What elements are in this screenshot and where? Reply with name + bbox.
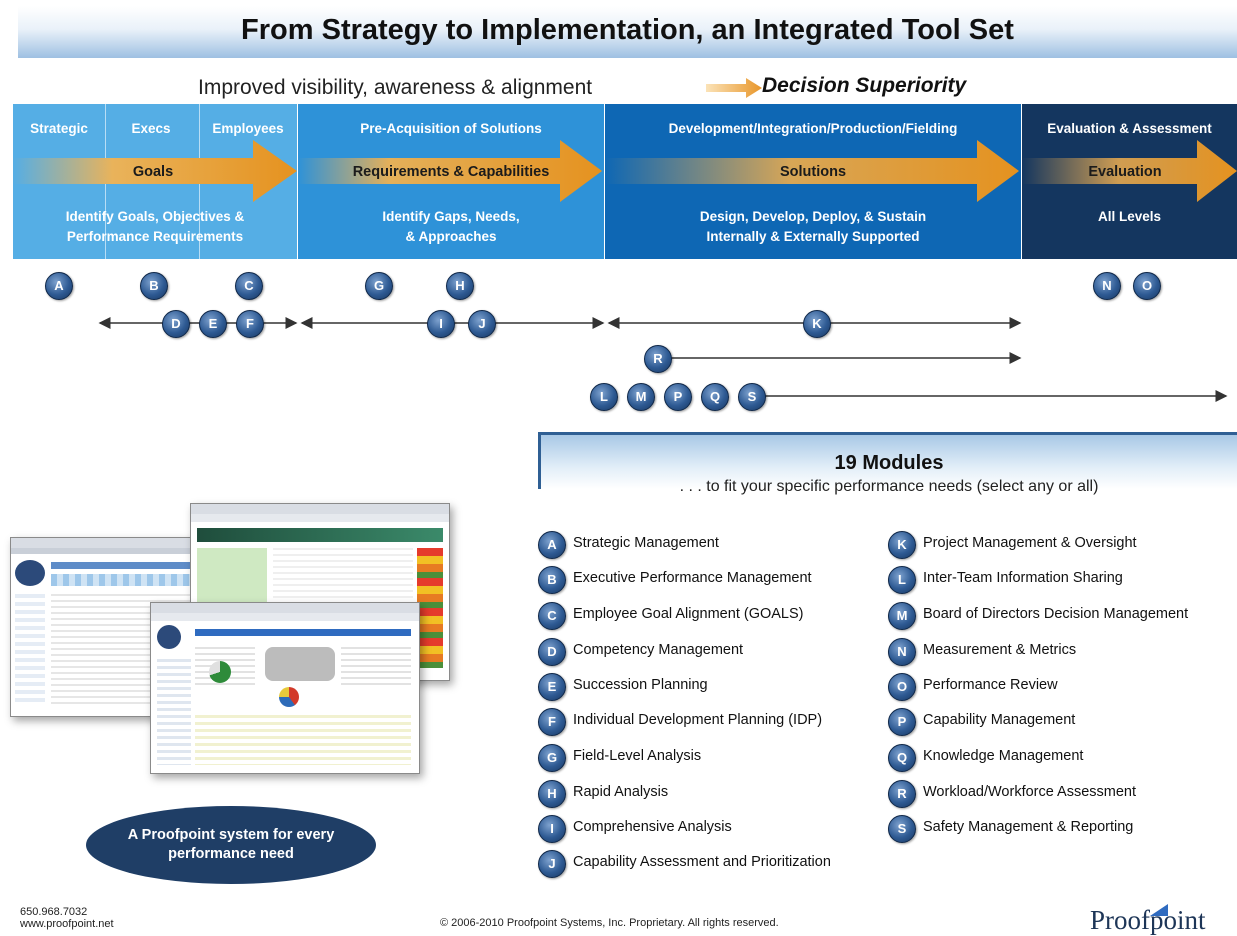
module-badge-i: I (538, 815, 566, 843)
module-badge-g: G (538, 744, 566, 772)
subtitle-left: Improved visibility, awareness & alignme… (198, 76, 593, 99)
timeline-badge-l: L (590, 383, 618, 411)
arrow-label-requirements: Requirements & Capabilities (352, 164, 550, 180)
module-label-j: Capability Assessment and Prioritization (573, 854, 831, 870)
proofpoint-logo: Proofpoint (1090, 905, 1206, 935)
timeline-badge-m: M (627, 383, 655, 411)
module-label-s: Safety Management & Reporting (923, 819, 1134, 835)
module-label-f: Individual Development Planning (IDP) (573, 712, 823, 728)
stage-header-evaluation: Evaluation & Assessment (1047, 121, 1212, 136)
timeline-badge-f: F (236, 310, 264, 338)
proofpoint-oval (86, 806, 376, 884)
requirements-arrow-icon (298, 140, 602, 202)
module-label-m: Board of Directors Decision Management (923, 606, 1189, 622)
module-label-r: Workload/Workforce Assessment (923, 784, 1137, 800)
module-label-i: Comprehensive Analysis (573, 819, 732, 835)
timeline-lines (98, 317, 1228, 402)
timeline-badge-r: R (644, 345, 672, 373)
timeline-badge-k: K (803, 310, 831, 338)
module-badge-a: A (538, 531, 566, 559)
screenshot-front (150, 602, 420, 774)
pre-acquisition-description-line1: Identify Gaps, Needs, (382, 209, 520, 224)
footer-website[interactable]: www.proofpoint.net (20, 918, 114, 930)
module-badge-d: D (538, 638, 566, 666)
module-label-q: Knowledge Management (923, 748, 1084, 764)
timeline-badge-n: N (1093, 272, 1121, 300)
module-badge-r: R (888, 780, 916, 808)
timeline-badge-e: E (199, 310, 227, 338)
module-badge-m: M (888, 602, 916, 630)
timeline-badge-a: A (45, 272, 73, 300)
timeline-badge-o: O (1133, 272, 1161, 300)
timeline-badge-j: J (468, 310, 496, 338)
timeline-badge-b: B (140, 272, 168, 300)
module-badge-o: O (888, 673, 916, 701)
solutions-arrow-icon (605, 140, 1019, 202)
module-badge-h: H (538, 780, 566, 808)
module-label-h: Rapid Analysis (573, 784, 669, 800)
module-label-p: Capability Management (923, 712, 1076, 728)
timeline-badge-p: P (664, 383, 692, 411)
module-badge-c: C (538, 602, 566, 630)
pre-acquisition-description-line2: & Approaches (405, 229, 497, 244)
timeline-badge-d: D (162, 310, 190, 338)
timeline-badge-q: Q (701, 383, 729, 411)
arrow-label-goals: Goals (132, 164, 174, 180)
modules-subtitle: . . . to fit your specific performance n… (679, 478, 1099, 495)
module-label-c: Employee Goal Alignment (GOALS) (573, 606, 804, 622)
module-badge-p: P (888, 708, 916, 736)
timeline-badge-s: S (738, 383, 766, 411)
timeline-badge-i: I (427, 310, 455, 338)
module-label-k: Project Management & Oversight (923, 535, 1137, 551)
stage-header-employees: Employees (212, 121, 284, 136)
module-label-a: Strategic Management (573, 535, 719, 551)
module-badge-k: K (888, 531, 916, 559)
evaluation-description: All Levels (1097, 209, 1162, 224)
module-label-o: Performance Review (923, 677, 1058, 693)
module-label-d: Competency Management (573, 642, 744, 658)
modules-header-box (538, 432, 1237, 489)
oval-text-line2: performance need (168, 846, 294, 862)
module-badge-l: L (888, 566, 916, 594)
module-badge-n: N (888, 638, 916, 666)
module-label-e: Succession Planning (573, 677, 708, 693)
subtitle-arrow-icon (706, 78, 762, 98)
evaluation-arrow-icon (1022, 140, 1237, 202)
oval-text-line1: A Proofpoint system for every (127, 827, 335, 843)
development-description-line1: Design, Develop, Deploy, & Sustain (699, 209, 927, 224)
footer-copyright: © 2006-2010 Proofpoint Systems, Inc. Pro… (440, 917, 779, 929)
stage-header-execs: Execs (131, 121, 171, 136)
module-label-g: Field-Level Analysis (573, 748, 702, 764)
arrow-label-solutions: Solutions (779, 164, 847, 180)
timeline-badge-h: H (446, 272, 474, 300)
module-badge-s: S (888, 815, 916, 843)
page-title: From Strategy to Implementation, an Inte… (241, 14, 1014, 46)
goals-arrow-icon (13, 140, 297, 202)
oval-text: A Proofpoint system for every performanc… (86, 826, 376, 864)
module-badge-e: E (538, 673, 566, 701)
goals-description-line1: Identify Goals, Objectives & (65, 209, 245, 224)
timeline-badge-c: C (235, 272, 263, 300)
module-badge-q: Q (888, 744, 916, 772)
stage-header-strategic: Strategic (30, 121, 88, 136)
stage-header-development: Development/Integration/Production/Field… (668, 121, 958, 136)
module-badge-f: F (538, 708, 566, 736)
module-label-l: Inter-Team Information Sharing (923, 570, 1123, 586)
footer-contact: 650.968.7032 www.proofpoint.net (20, 906, 114, 930)
goals-description-line2: Performance Requirements (66, 229, 244, 244)
arrow-label-evaluation: Evaluation (1088, 164, 1162, 180)
footer-phone: 650.968.7032 (20, 906, 88, 918)
timeline-badge-g: G (365, 272, 393, 300)
module-label-b: Executive Performance Management (573, 570, 812, 586)
title-bar (18, 6, 1237, 58)
modules-title: 19 Modules (834, 452, 944, 474)
stage-header-pre-acquisition: Pre-Acquisition of Solutions (360, 121, 542, 136)
logo-mark-icon (1150, 904, 1168, 916)
development-description-line2: Internally & Externally Supported (706, 229, 920, 244)
subtitle-right: Decision Superiority (762, 74, 967, 97)
module-label-n: Measurement & Metrics (923, 642, 1077, 658)
module-badge-j: J (538, 850, 566, 878)
module-badge-b: B (538, 566, 566, 594)
